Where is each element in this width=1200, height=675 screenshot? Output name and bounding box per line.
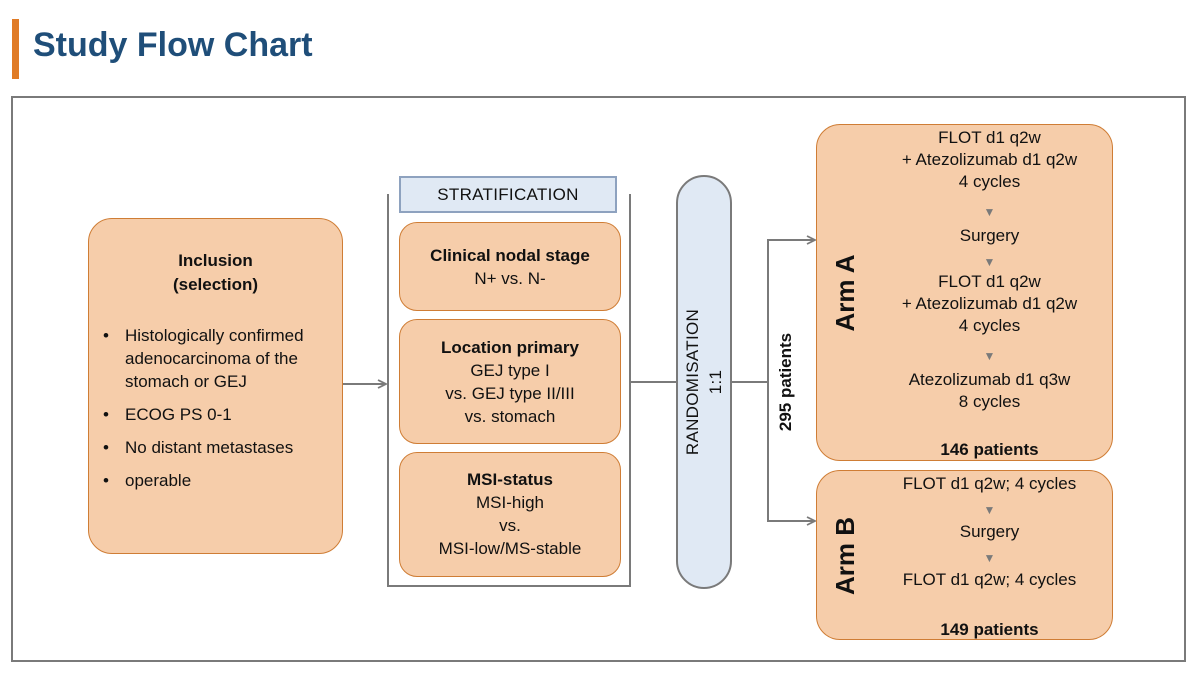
bullet-icon: • [103, 326, 109, 345]
randomisation-box: RANDOMISATION 1:1 [676, 175, 732, 589]
inclusion-criterion: •No distant metastases [103, 438, 294, 457]
page-title: Study Flow Chart [33, 26, 313, 64]
arrow-down-icon: ▼ [983, 349, 996, 363]
arm-a-box: Arm A FLOT d1 q2w + Atezolizumab d1 q2w … [816, 124, 1113, 461]
arm-b-box: Arm B FLOT d1 q2w; 4 cycles ▼ Surgery ▼ … [816, 470, 1113, 640]
arm-b-step-surgery: Surgery [959, 522, 1020, 541]
inclusion-criterion: •ECOG PS 0-1 [103, 405, 232, 424]
strat-box-msi-status: MSI-status MSI-high vs. MSI-low/MS-stabl… [399, 452, 621, 577]
arm-a-patient-count: 146 patients [940, 440, 1039, 459]
arrow-down-icon: ▼ [983, 205, 996, 219]
inclusion-criteria-list: •Histologically confirmed adenocarcinoma… [103, 324, 328, 492]
stratification-header: STRATIFICATION [399, 176, 617, 213]
arm-a-step-flot-atezolizumab: FLOT d1 q2w + Atezolizumab d1 q2w 4 cycl… [901, 128, 1078, 191]
inclusion-title: Inclusion (selection) [172, 251, 259, 294]
arrow-down-icon: ▼ [983, 503, 996, 517]
arm-b-step-flot: FLOT d1 q2w; 4 cycles [902, 570, 1077, 589]
stratification-frame [387, 194, 631, 587]
strat-box-location: Location primary GEJ type I vs. GEJ type… [399, 319, 621, 444]
arm-b-label: Arm B [830, 517, 860, 596]
title-accent-bar [12, 19, 19, 79]
arm-a-label: Arm A [830, 254, 860, 332]
randomisation-ratio: 1:1 [706, 369, 725, 395]
randomisation-label: RANDOMISATION [683, 308, 702, 456]
bullet-icon: • [103, 471, 109, 490]
arm-a-step-surgery: Surgery [959, 226, 1020, 245]
bullet-icon: • [103, 405, 109, 424]
arm-b-step-flot: FLOT d1 q2w; 4 cycles [902, 474, 1077, 493]
strat-box-nodal-stage: Clinical nodal stage N+ vs. N- [399, 222, 621, 311]
inclusion-criterion: •operable [103, 471, 192, 490]
inclusion-criterion: •Histologically confirmed adenocarcinoma… [103, 326, 304, 391]
arm-b-patient-count: 149 patients [940, 620, 1039, 639]
total-patients-label: 295 patients [776, 332, 795, 432]
bullet-icon: • [103, 438, 109, 457]
arm-a-step-atezolizumab: Atezolizumab d1 q3w 8 cycles [908, 370, 1071, 411]
inclusion-box: Inclusion (selection) •Histologically co… [88, 218, 343, 554]
arm-a-step-flot-atezolizumab: FLOT d1 q2w + Atezolizumab d1 q2w 4 cycl… [901, 272, 1078, 335]
arrow-down-icon: ▼ [983, 551, 996, 565]
diagram-frame [11, 96, 1186, 662]
arrow-down-icon: ▼ [983, 255, 996, 269]
